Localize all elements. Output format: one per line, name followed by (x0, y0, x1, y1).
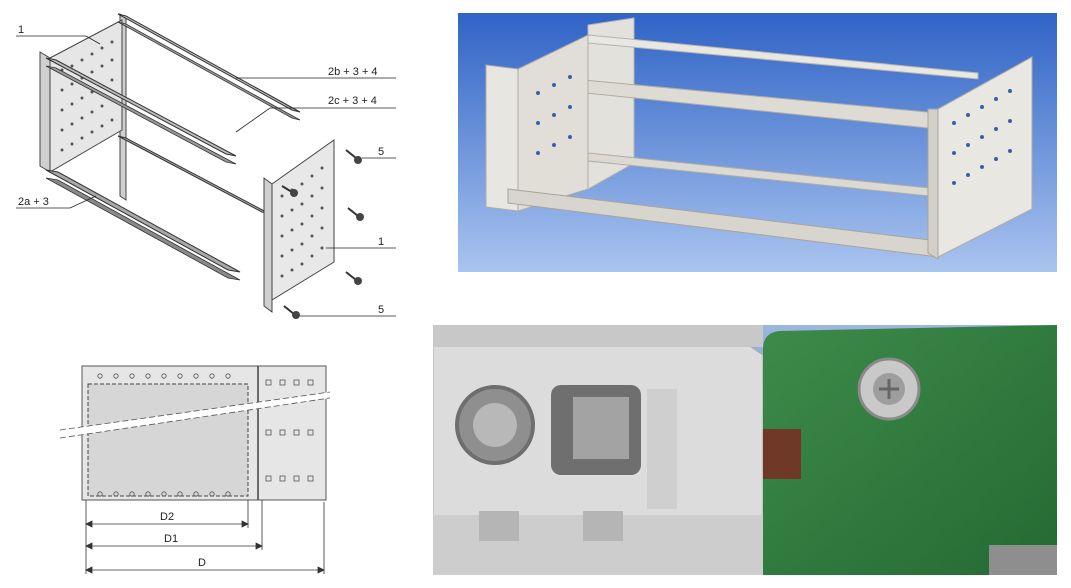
left-side-panel (39, 51, 51, 173)
screw-icon (347, 207, 364, 221)
right-side-panel (263, 177, 273, 313)
label-rail-mid: 2c + 3 + 4 (328, 95, 377, 107)
label-d2: D2 (160, 511, 174, 523)
closeup-photo (433, 325, 1057, 575)
label-side-panel-right: 1 (378, 236, 384, 248)
screw-icon (345, 149, 362, 164)
left-front-panel (485, 64, 519, 212)
label-screw-top: 5 (378, 146, 384, 158)
screw-icon (345, 271, 362, 285)
rail-bottom (45, 169, 241, 273)
label-rail-top: 2b + 3 + 4 (328, 66, 378, 78)
label-d: D (198, 557, 206, 569)
rail-top (117, 13, 301, 113)
screw-icon (283, 305, 300, 319)
label-rail-bottom: 2a + 3 (18, 196, 49, 208)
green-pcb (763, 325, 1057, 575)
subrack-photo (458, 13, 1057, 272)
label-d1: D1 (164, 533, 178, 545)
label-screw-bottom: 5 (378, 304, 384, 316)
exploded-view-diagram: 1 2b + 3 + 4 2c + 3 + 4 5 2a + 3 1 5 (16, 13, 396, 319)
rail-back-bottom (117, 135, 271, 215)
rail-mid (45, 57, 237, 157)
screw-icon (281, 185, 298, 197)
dimension-diagram: D2 D1 D (59, 365, 331, 574)
pcb-outline (87, 383, 249, 497)
label-side-panel-top: 1 (18, 24, 24, 36)
